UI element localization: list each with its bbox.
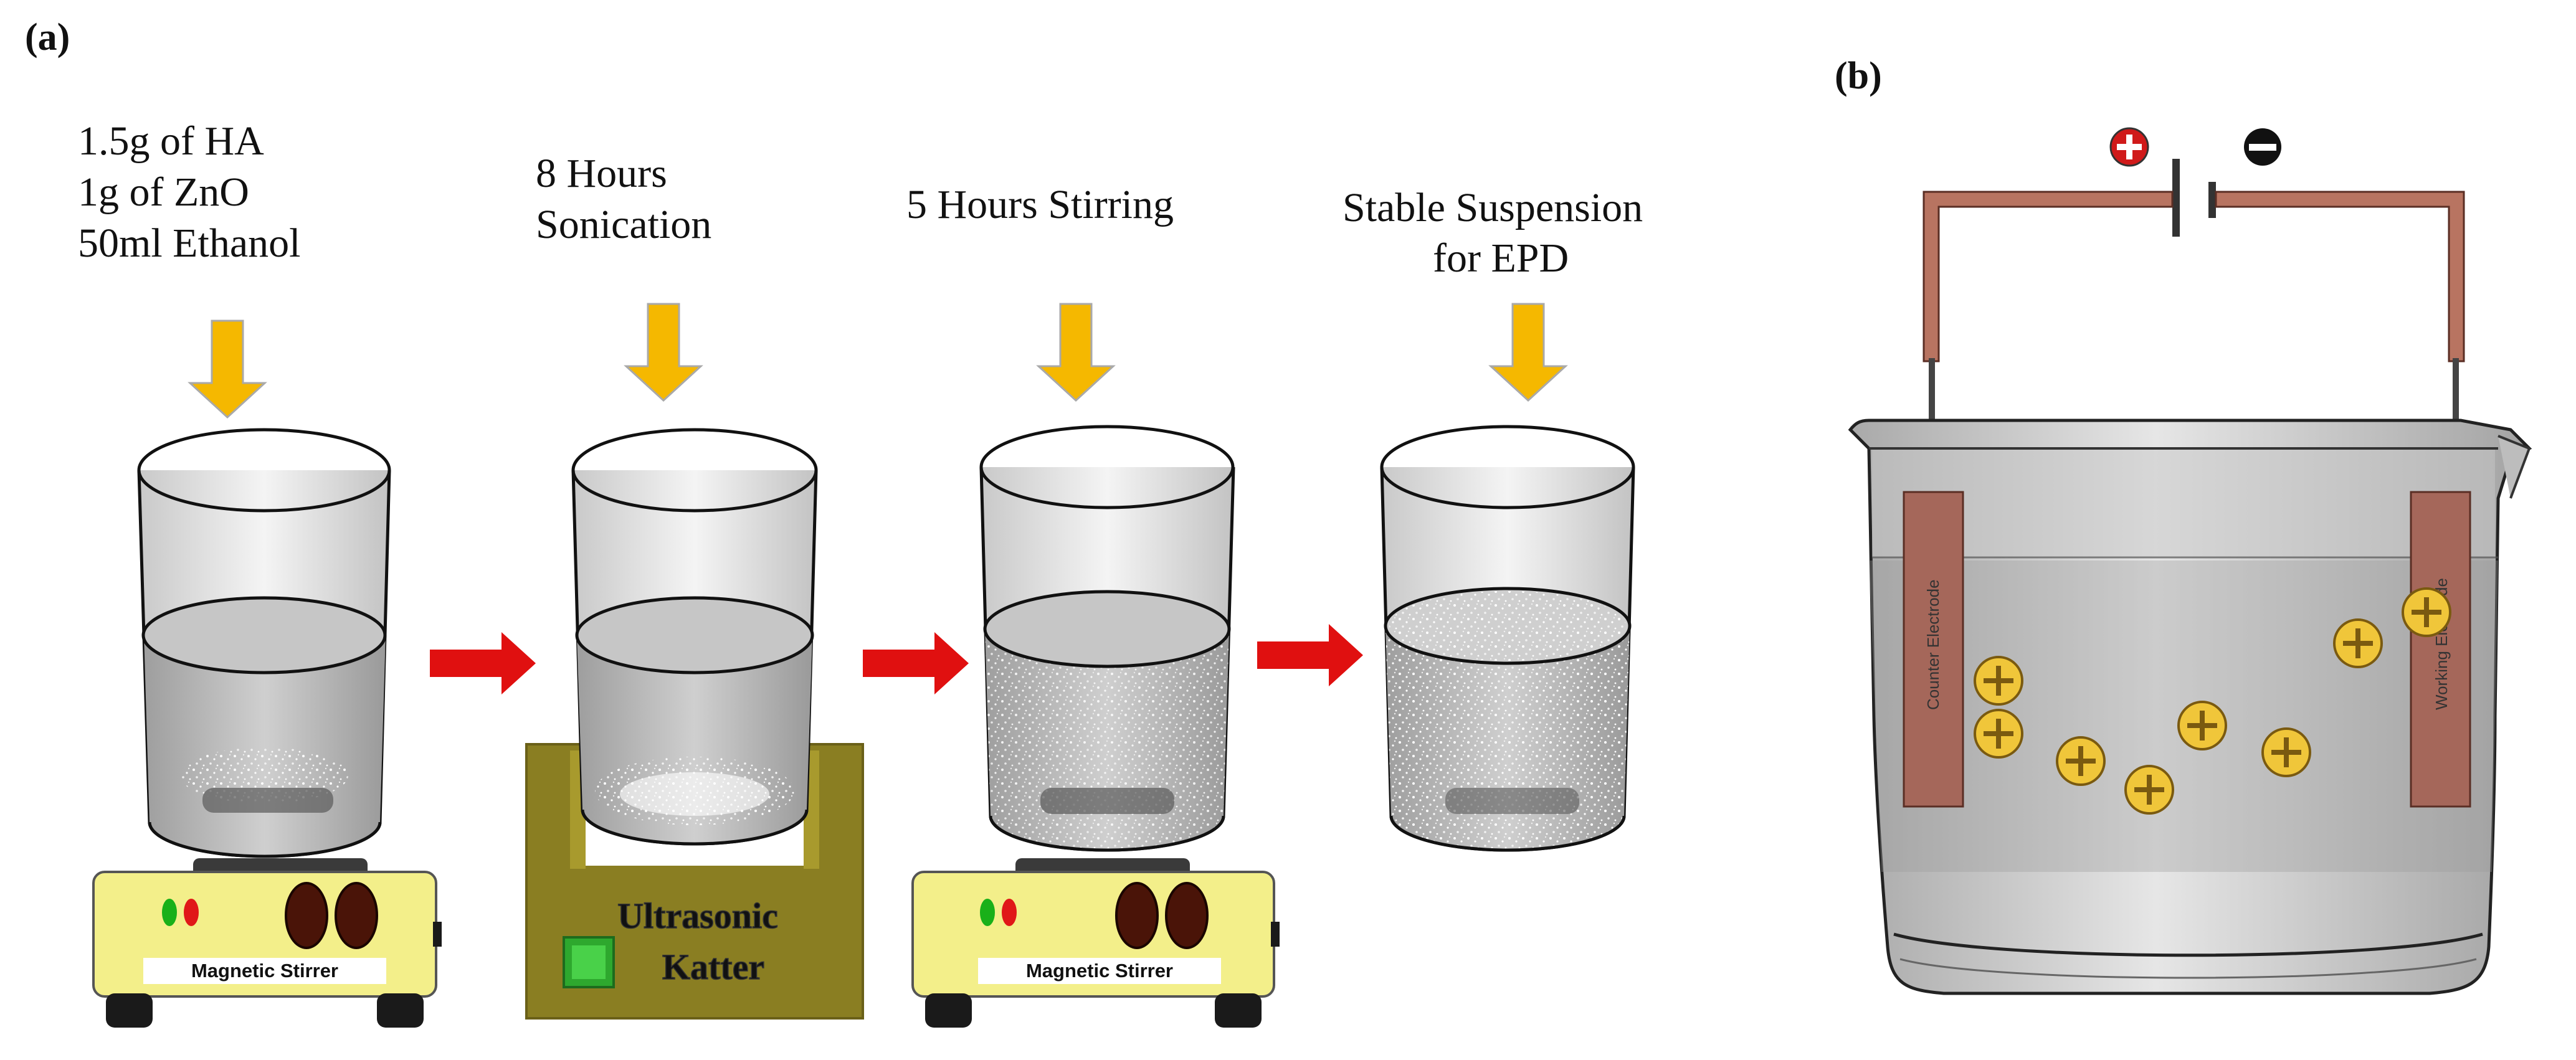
plus-icon [2109,127,2149,167]
sonicator-label-line-1: Ultrasonic [617,896,778,936]
beaker-4 [1380,425,1635,852]
step-2-caption: 8 Hours Sonication [536,151,711,247]
down-arrow-icon [1488,303,1568,402]
circuit-wires [1922,191,2465,362]
beaker-1 [137,428,391,858]
step-1-caption: 1.5g of HA 1g of ZnO 50ml Ethanol [78,118,300,266]
particle [2177,701,2227,750]
right-arrow-icon [1257,624,1363,686]
battery-positive-plate [2172,159,2180,237]
svg-text:Stable Suspension: Stable Suspension [1343,185,1643,230]
step-3-caption: 5 Hours Stirring [906,182,1174,227]
counter-electrode: Counter Electrode [1903,491,1964,808]
right-arrow-icon [430,632,536,694]
svg-text:for EPD: for EPD [1433,235,1569,281]
battery-negative-plate [2208,182,2216,218]
svg-text:1g of ZnO: 1g of ZnO [78,169,249,215]
right-arrow-icon [863,632,969,694]
svg-text:50ml Ethanol: 50ml Ethanol [78,220,300,266]
particle [2333,618,2383,668]
particle [1974,656,2023,706]
counter-electrode-label: Counter Electrode [1924,579,1942,710]
step-4-caption: Stable Suspension for EPD [1343,185,1643,281]
svg-text:5 Hours Stirring: 5 Hours Stirring [906,182,1174,227]
svg-text:Sonication: Sonication [536,202,711,247]
minus-icon [2244,128,2281,166]
beaker-2 [571,428,818,846]
down-arrow-icon [624,303,703,402]
svg-text:8 Hours: 8 Hours [536,151,667,196]
stirrer-1-label: Magnetic Stirrer [191,960,338,982]
down-arrow-icon [1036,303,1116,402]
panel-b-label: (b) [1835,55,1882,97]
magnetic-stirrer-1: Magnetic Stirrer [92,858,442,1028]
beaker-3 [979,425,1235,852]
particle [2261,727,2311,777]
magnetic-stirrer-2: Magnetic Stirrer [911,858,1280,1028]
particle [2056,736,2106,786]
particle [2124,765,2174,815]
panel-a-label: (a) [25,16,70,59]
particle [1974,709,2023,759]
working-electrode: Working Electrode [2410,491,2471,808]
positive-particles [1974,587,2451,815]
sonicator-label-line-2: Katter [662,947,764,987]
down-arrow-icon [188,319,267,419]
svg-text:1.5g of HA: 1.5g of HA [78,118,264,164]
stirrer-2-label: Magnetic Stirrer [1026,960,1173,982]
particle [2402,587,2451,637]
